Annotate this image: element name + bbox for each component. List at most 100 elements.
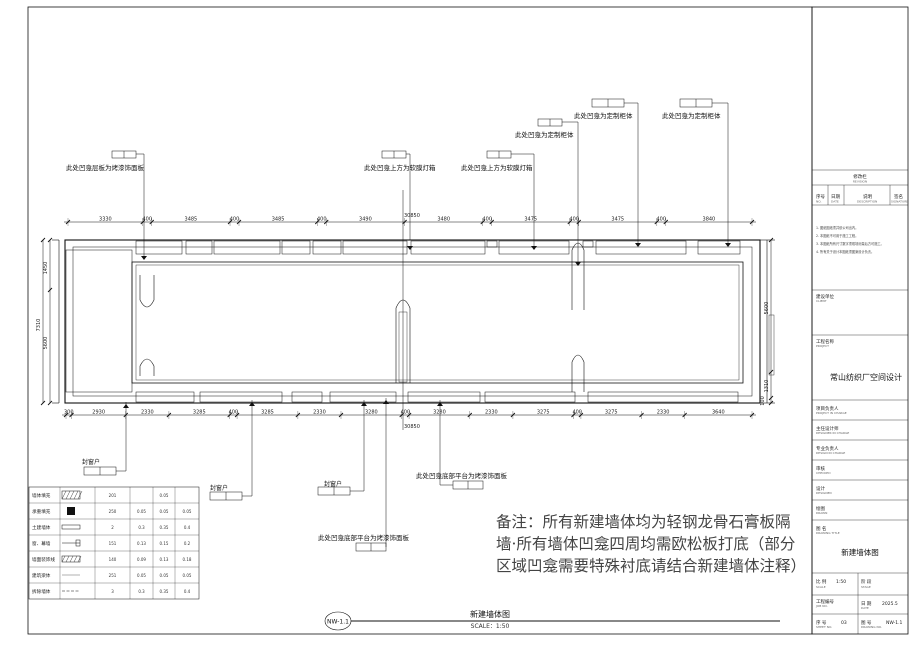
legend-row-name: 窗、幕墙 bbox=[32, 540, 51, 547]
role-project-in-charge: 项目负责人 bbox=[816, 405, 839, 412]
dimension-value: 400 bbox=[142, 217, 152, 223]
role-checked: 审核 bbox=[816, 465, 825, 472]
title-marker: NW-1.1 bbox=[327, 619, 349, 626]
legend-row-value: 0.35 bbox=[160, 589, 169, 594]
svg-text:DRAWING TITLE: DRAWING TITLE bbox=[816, 531, 840, 535]
legend-row-name: 承重填充 bbox=[32, 508, 51, 515]
dimension-top-total: 30850 bbox=[404, 213, 420, 219]
role-design-in-charge: 专业负责人 bbox=[816, 445, 839, 452]
legend-row-value: 0.05 bbox=[183, 573, 192, 578]
legend-row-name: 墙面装饰线 bbox=[32, 556, 55, 563]
svg-text:PROJECT: PROJECT bbox=[816, 344, 829, 348]
dimension-tick bbox=[47, 287, 53, 293]
owner-label: 建设单位 bbox=[816, 293, 834, 300]
revision-header: 修改栏 bbox=[853, 173, 867, 180]
dimension-value: 400 bbox=[229, 410, 239, 416]
annotation-top-6: 此处凹龛为定制柜体 bbox=[662, 111, 721, 120]
dimension-value: 5600 bbox=[764, 302, 770, 315]
dimension-tick bbox=[47, 237, 53, 243]
title-block-text: 修改栏 REVISION 序号 日期 说明 签名 NO. DATE DESCRI… bbox=[815, 173, 908, 629]
outer-wall bbox=[64, 239, 761, 404]
legend-frame bbox=[28, 486, 200, 600]
legend-row-value: 0.13 bbox=[137, 541, 146, 546]
legend-row-value: 0.09 bbox=[137, 557, 146, 562]
svg-text:SCALE: SCALE bbox=[816, 585, 826, 589]
dimension-value: 400 bbox=[572, 410, 582, 416]
dimension-value: 5600 bbox=[43, 337, 49, 350]
dimension-value: 3475 bbox=[524, 217, 537, 223]
legend-row-value: 0.4 bbox=[184, 525, 191, 530]
legend-row-value: 201 bbox=[109, 493, 117, 498]
svg-text:CHECKED: CHECKED bbox=[816, 471, 831, 475]
project-label: 工程名称 bbox=[816, 338, 834, 345]
rev-col-date: 日期 bbox=[831, 194, 840, 200]
svg-text:CLIENT: CLIENT bbox=[816, 299, 827, 303]
note-line-1: 1. 图纸图纸须并依公司出内。 bbox=[816, 225, 858, 230]
legend-row-value: 0.15 bbox=[160, 541, 169, 546]
scale-label: 比 例 bbox=[816, 578, 827, 585]
dwgno-label: 图 号 bbox=[861, 620, 872, 626]
dimension-value: 3840 bbox=[703, 217, 716, 223]
dimension-value: 3490 bbox=[359, 217, 372, 223]
svg-text:SIGNATURE: SIGNATURE bbox=[891, 200, 908, 204]
dimension-value: 400 bbox=[569, 217, 579, 223]
svg-text:JOB NO.: JOB NO. bbox=[815, 604, 828, 608]
dimension-bottom-total: 30850 bbox=[404, 424, 420, 430]
annotation-bottom-2: 此处凹龛底部平台为烤漆饰面板 bbox=[318, 533, 410, 542]
role-designer-in-charge: 主任设计师 bbox=[816, 425, 839, 432]
annotation-top-2: 此处凹龛上方为软膜灯箱 bbox=[364, 163, 436, 172]
legend-row-value: 0.2 bbox=[184, 541, 191, 546]
note-line-2: 2. 本图纸不可用于施工工程。 bbox=[816, 233, 858, 238]
date-value: 2025.5 bbox=[882, 601, 898, 607]
drawing-scale: SCALE：1:50 bbox=[471, 623, 510, 630]
legend-row-value: 0.3 bbox=[138, 525, 145, 530]
annotation-top-5: 此处凹龛为定制柜体 bbox=[574, 111, 633, 120]
svg-text:NO.: NO. bbox=[816, 200, 821, 204]
svg-text:PROJECT IN CHARGE: PROJECT IN CHARGE bbox=[816, 411, 847, 415]
rev-col-desc: 说明 bbox=[863, 193, 872, 200]
title-block-frame bbox=[811, 6, 909, 635]
date-label: 日 期 bbox=[861, 601, 872, 607]
general-note: 备注：所有新建墙体均为轻钢龙骨石膏板隔墙·所有墙体凹龛四周均需欧松板打底（部分区… bbox=[496, 513, 807, 575]
window-tag-2: 封窗户 bbox=[210, 484, 228, 492]
title-block bbox=[812, 169, 908, 634]
svg-text:DESIGNED: DESIGNED bbox=[816, 491, 832, 495]
dimension-value: 3275 bbox=[537, 410, 550, 416]
dimension-value: 7310 bbox=[36, 319, 42, 332]
svg-text:SHEET NO.: SHEET NO. bbox=[816, 625, 832, 629]
dimension-tick bbox=[768, 369, 774, 375]
dimension-value: 3475 bbox=[611, 217, 624, 223]
dimension-value: 3485 bbox=[272, 217, 285, 223]
dimension-value: 400 bbox=[230, 217, 240, 223]
window-tag-3: 封窗户 bbox=[324, 480, 342, 488]
svg-text:DATE: DATE bbox=[861, 606, 869, 610]
dimension-value: 100 bbox=[760, 396, 766, 406]
top-niche-row bbox=[135, 240, 741, 255]
legend-row-value: 0.05 bbox=[137, 509, 146, 514]
legend-row-value: 250 bbox=[109, 509, 117, 514]
room-wall bbox=[131, 261, 744, 384]
dimension-value: 3275 bbox=[605, 410, 618, 416]
annotation-bottom-1: 此处凹龛底部平台为烤漆饰面板 bbox=[416, 471, 508, 480]
legend-row-value: 0.13 bbox=[160, 557, 169, 562]
dimension-value: 2330 bbox=[313, 410, 326, 416]
floor-plan bbox=[52, 239, 775, 404]
dimension-value: 2330 bbox=[657, 410, 670, 416]
stage-label: 阶 段 bbox=[861, 578, 872, 585]
annex-room bbox=[65, 249, 133, 393]
note-line-3: 3. 本图纸所有尺寸数字须现场测量后方可施工。 bbox=[816, 241, 884, 246]
leader-lines bbox=[83, 98, 729, 552]
legend-row-value: 151 bbox=[109, 541, 117, 546]
room-wall-inner bbox=[135, 264, 740, 381]
dimension-value: 400 bbox=[401, 410, 411, 416]
dimension-value: 400 bbox=[317, 217, 327, 223]
svg-text:DESIGN IN CHARGE: DESIGN IN CHARGE bbox=[816, 451, 845, 455]
window-tag-1: 封窗户 bbox=[82, 458, 100, 466]
inner-wall-line bbox=[72, 246, 753, 397]
dimension-tick bbox=[40, 237, 46, 243]
drawing-title-block: NW-1.1 新建墙体图 SCALE：1:50 bbox=[324, 609, 780, 631]
svg-text:DRAWING NO.: DRAWING NO. bbox=[861, 625, 882, 629]
